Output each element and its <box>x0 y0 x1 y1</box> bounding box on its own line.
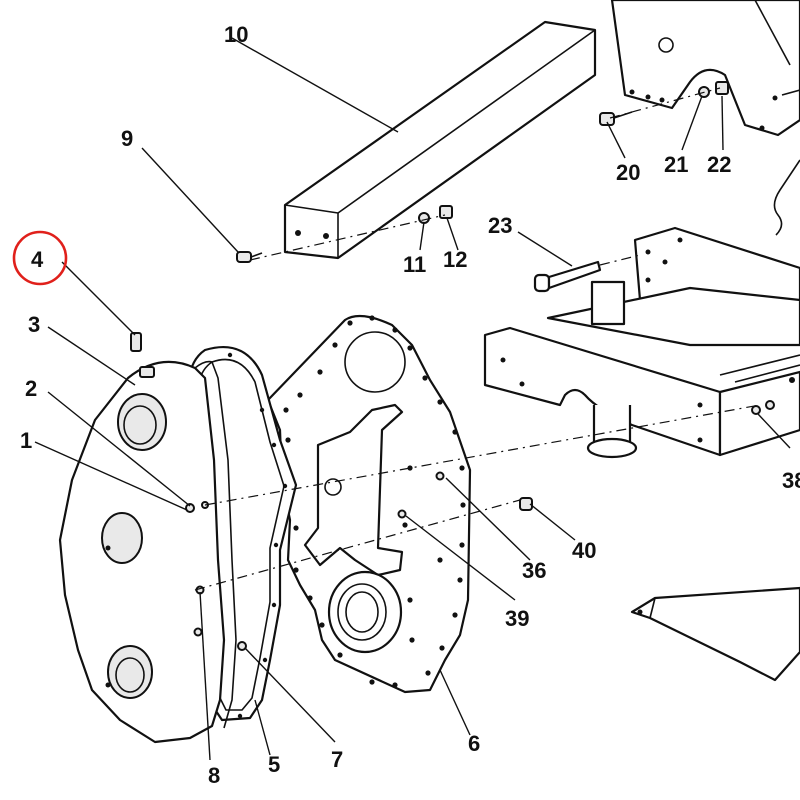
callout-2: 2 <box>25 376 37 401</box>
fasteners <box>236 81 729 519</box>
upper-bracket <box>610 0 800 236</box>
callout-21: 21 <box>664 152 688 177</box>
leader-lines <box>34 37 791 761</box>
callout-20: 20 <box>616 160 640 185</box>
lower-flat-bar <box>630 586 800 682</box>
callout-12: 12 <box>443 247 467 272</box>
callout-9: 9 <box>121 126 133 151</box>
callout-40: 40 <box>572 538 596 563</box>
callout-11: 11 <box>403 252 426 277</box>
part-3-chain-case <box>58 332 247 744</box>
callout-6: 6 <box>468 731 480 756</box>
callout-36: 36 <box>522 558 546 583</box>
callout-22: 22 <box>707 152 731 177</box>
part-10-beam <box>283 20 597 260</box>
callout-labels: 10 9 11 12 20 21 22 23 4 3 2 1 8 5 7 6 3… <box>20 22 800 788</box>
assembly-axes <box>194 87 761 591</box>
highlight-circle-callout-4 <box>12 230 68 286</box>
part-6-side-plate <box>266 314 472 694</box>
callout-1: 1 <box>20 428 32 453</box>
callout-4: 4 <box>31 247 44 272</box>
callout-8: 8 <box>208 763 220 788</box>
callout-39: 39 <box>505 606 529 631</box>
callout-7: 7 <box>331 747 343 772</box>
callout-5: 5 <box>268 752 280 777</box>
main-frame <box>483 226 800 459</box>
callout-38: 38 <box>782 468 800 493</box>
callout-10: 10 <box>224 22 248 47</box>
callout-3: 3 <box>28 312 40 337</box>
callout-23: 23 <box>488 213 512 238</box>
